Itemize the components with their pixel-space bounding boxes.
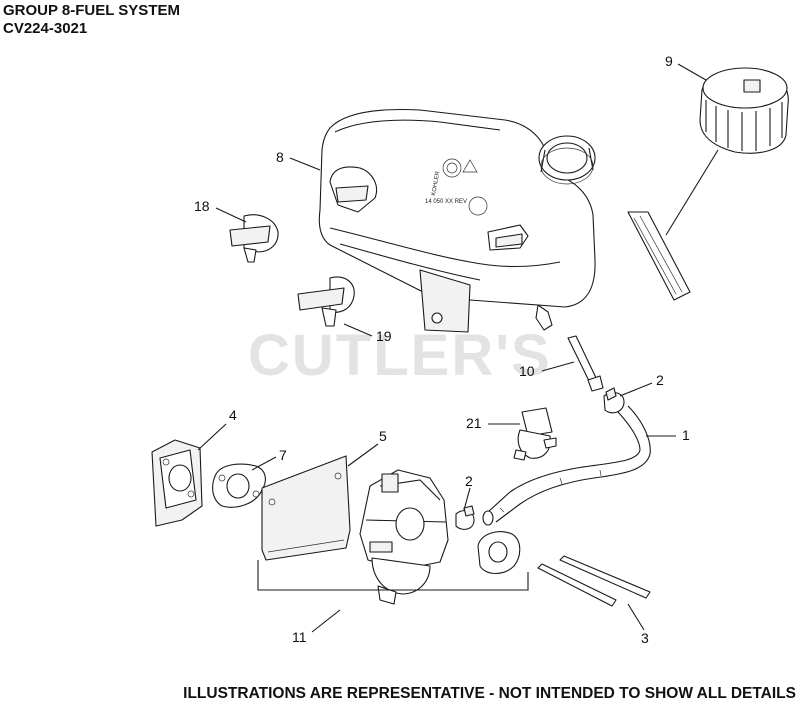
kit-bracket-part-11 xyxy=(257,560,529,591)
carburetor-assembly[interactable] xyxy=(359,469,449,605)
tank-brand-marking: KOHLER xyxy=(431,170,441,196)
fuel-tank-part-8[interactable]: KOHLER 14 050 XX REV xyxy=(318,109,596,333)
callout-2-upper: 2 xyxy=(656,372,664,388)
callout-19: 19 xyxy=(376,328,392,344)
grommet-part-18[interactable] xyxy=(229,214,279,263)
callout-labels: 8 9 18 19 10 2 21 1 4 5 7 2 11 3 xyxy=(194,53,690,646)
fuel-line-part-1[interactable] xyxy=(482,405,651,526)
callout-9: 9 xyxy=(665,53,673,69)
gasket-part-7[interactable] xyxy=(212,463,266,508)
hose-clamp-part-2-upper[interactable] xyxy=(603,387,625,414)
callout-8: 8 xyxy=(276,149,284,165)
callout-7: 7 xyxy=(279,447,287,463)
bolt-part-10[interactable] xyxy=(567,335,604,392)
diagram-model-code: CV224-3021 xyxy=(3,20,88,37)
callout-21: 21 xyxy=(466,415,482,431)
callout-3: 3 xyxy=(641,630,649,646)
grommet-part-19[interactable] xyxy=(297,276,355,327)
callout-2-lower: 2 xyxy=(465,473,473,489)
callout-4: 4 xyxy=(229,407,237,423)
leader-lines xyxy=(197,63,707,633)
carburetor-gasket[interactable] xyxy=(477,531,521,575)
diagram-group-title: GROUP 8-FUEL SYSTEM xyxy=(3,2,180,19)
hose-clamp-part-2-lower[interactable] xyxy=(455,505,475,530)
insulator-plate-part-5[interactable] xyxy=(261,455,351,561)
callout-10: 10 xyxy=(519,363,535,379)
disclaimer-footer: ILLUSTRATIONS ARE REPRESENTATIVE - NOT I… xyxy=(183,685,796,702)
callout-11: 11 xyxy=(292,629,307,645)
stud-part-3[interactable] xyxy=(537,555,651,607)
watermark-text: CUTLER'S xyxy=(248,323,552,388)
fuel-cap-part-9[interactable] xyxy=(627,67,789,301)
fuel-shutoff-valve-part-21[interactable] xyxy=(513,407,557,461)
callout-5: 5 xyxy=(379,428,387,444)
callout-1: 1 xyxy=(682,427,690,443)
callout-18: 18 xyxy=(194,198,210,214)
heat-deflector-part-4[interactable] xyxy=(151,439,203,527)
tank-code-marking: 14 050 XX REV xyxy=(425,199,467,205)
